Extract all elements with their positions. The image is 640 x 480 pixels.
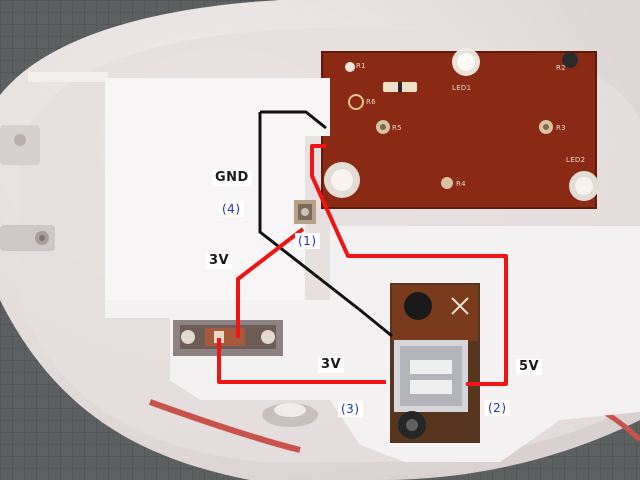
silk-r5: R5	[392, 124, 402, 132]
silk-r1: R1	[356, 62, 366, 70]
wire-3v-left	[236, 227, 305, 338]
silk-led2: LED2	[566, 156, 586, 164]
slide-switch	[173, 320, 283, 356]
wire-gnd	[258, 110, 393, 338]
label-3v-bottom: 3V	[318, 357, 345, 373]
silk-r3: R3	[556, 124, 566, 132]
silk-led1: LED1	[452, 84, 472, 92]
silk-r4: R4	[456, 180, 466, 188]
label-3v-left: 3V	[206, 253, 233, 269]
wire-5v	[310, 144, 508, 386]
label-wire-4: (4)	[219, 201, 244, 217]
label-wire-1: (1)	[295, 233, 320, 249]
label-5v: 5V	[516, 359, 543, 375]
label-wire-3: (3)	[338, 401, 363, 417]
pcb-board	[321, 48, 599, 209]
usb-module	[390, 283, 480, 443]
label-gnd: GND	[212, 170, 252, 186]
label-wire-2: (2)	[485, 400, 510, 416]
silk-r2: R2	[556, 64, 566, 72]
wire-3v-bottom	[217, 338, 386, 384]
silk-r6: R6	[366, 98, 376, 106]
terminal-1	[294, 200, 316, 224]
